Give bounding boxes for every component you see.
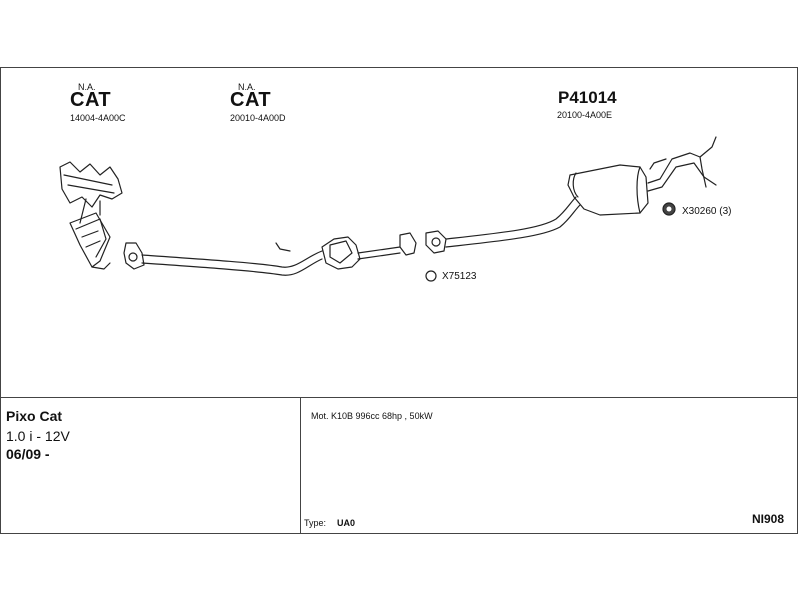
mount-ref-icon (662, 202, 676, 216)
manifold-catalyst (59, 161, 123, 270)
centre-catalyst (321, 232, 417, 270)
cat2-na-label: N.A. (238, 82, 256, 92)
cat1-label: CAT (70, 89, 112, 111)
rear-oem-number: 20100-4A00E (557, 110, 613, 120)
vehicle-engine: 1.0 i - 12V (6, 428, 70, 444)
cat2-oem-number: 20010-4A00D (230, 113, 286, 123)
reference-code: NI908 (752, 512, 785, 526)
type-label: Type: (304, 518, 327, 528)
clamp-ref-label: X75123 (442, 271, 477, 282)
motor-spec: Mot. K10B 996cc 68hp , 50kW (311, 411, 433, 421)
rear-pipe (425, 196, 581, 254)
cat1-na-label: N.A. (78, 82, 96, 92)
type-value: UA0 (337, 518, 356, 528)
panel-column-divider (300, 398, 301, 533)
front-pipe (123, 242, 323, 276)
cat1-oem-number: 14004-4A00C (70, 113, 126, 123)
panel-divider (0, 397, 798, 398)
rear-part-label: P41014 (558, 88, 617, 107)
mount-ref-label: X30260 (3) (682, 206, 732, 217)
clamp-ref-icon (425, 270, 437, 282)
cat2-label: CAT (230, 89, 272, 111)
vehicle-date: 06/09 - (6, 446, 50, 462)
vehicle-model: Pixo Cat (6, 408, 63, 424)
rear-muffler (567, 136, 717, 216)
exhaust-diagram (59, 136, 717, 282)
diagram-frame (0, 67, 798, 534)
